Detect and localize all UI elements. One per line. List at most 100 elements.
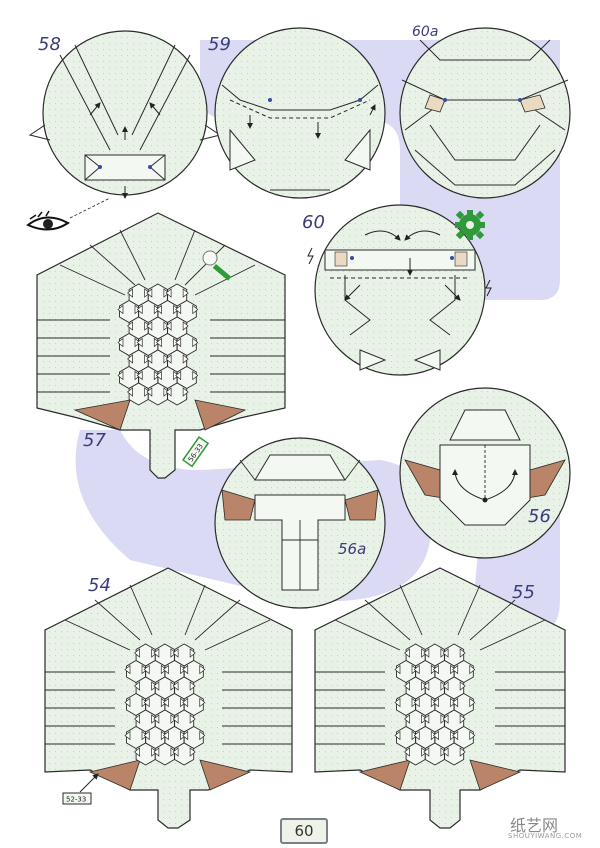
- page-number: 60: [280, 818, 328, 844]
- flap-triangle: [127, 354, 151, 364]
- step-label-56a: 56a: [338, 540, 367, 558]
- hex-cell: [174, 742, 195, 766]
- flap-triangle: [143, 664, 167, 675]
- flap-triangle: [172, 714, 196, 724]
- flap-triangle: [394, 730, 418, 741]
- flap-triangle: [162, 730, 187, 741]
- flap-triangle: [153, 681, 177, 691]
- watermark-url: SHOUYIWANG.COM: [508, 832, 583, 840]
- flap-triangle: [175, 337, 199, 348]
- step-59-detail: [214, 27, 386, 199]
- flap-triangle: [172, 681, 196, 691]
- flap-triangle: [146, 321, 170, 331]
- flap-triangle: [413, 664, 437, 675]
- flap-triangle: [146, 288, 170, 298]
- flap-triangle: [404, 648, 428, 658]
- step-60a-detail: [399, 27, 571, 199]
- flap-triangle: [155, 370, 180, 381]
- step-56a-detail: [214, 437, 386, 609]
- step-label-58: 58: [38, 34, 61, 55]
- flap-triangle: [442, 747, 466, 757]
- flap-triangle: [442, 681, 466, 691]
- step-label-54: 54: [88, 575, 111, 596]
- hex-cell: [167, 382, 188, 406]
- flap-triangle: [432, 697, 457, 708]
- hex-cell: [444, 742, 465, 766]
- flap-triangle: [165, 288, 189, 298]
- step-60-detail: [307, 204, 492, 376]
- flap-triangle: [146, 387, 170, 397]
- flap-triangle: [423, 648, 447, 658]
- flap-triangle: [404, 747, 428, 757]
- flap-triangle: [432, 730, 457, 741]
- flap-triangle: [127, 288, 151, 298]
- flap-triangle: [165, 354, 189, 364]
- flap-triangle: [153, 747, 177, 757]
- step-label-59: 59: [208, 34, 231, 55]
- flap-triangle: [182, 730, 206, 741]
- hex-lattice-55: [394, 643, 476, 766]
- flap-triangle: [182, 664, 206, 675]
- flap-triangle: [143, 697, 167, 708]
- eye-icon: [26, 210, 70, 231]
- flap-triangle: [172, 747, 196, 757]
- flap-triangle: [432, 664, 457, 675]
- flap-triangle: [394, 697, 418, 708]
- flap-triangle: [124, 730, 148, 741]
- hex-lattice-54: [124, 643, 206, 766]
- flap-triangle: [124, 664, 148, 675]
- flap-triangle: [134, 681, 158, 691]
- flap-triangle: [162, 664, 187, 675]
- flap-triangle: [442, 714, 466, 724]
- ref-tag-52-33-label: 52-33: [66, 796, 86, 804]
- flap-triangle: [404, 714, 428, 724]
- flap-triangle: [423, 681, 447, 691]
- flap-triangle: [442, 648, 466, 658]
- flap-triangle: [117, 337, 141, 348]
- flap-triangle: [413, 697, 437, 708]
- flap-triangle: [423, 747, 447, 757]
- step-label-56: 56: [528, 506, 551, 527]
- flap-triangle: [165, 387, 189, 397]
- step-58-detail: [28, 30, 222, 199]
- flap-triangle: [134, 714, 158, 724]
- step-label-60: 60: [302, 212, 325, 233]
- flap-triangle: [155, 304, 180, 315]
- step-label-60a: 60a: [412, 24, 439, 40]
- hex-lattice-57: [117, 283, 199, 406]
- flap-triangle: [153, 648, 177, 658]
- flap-triangle: [182, 697, 206, 708]
- gear-icon: [455, 210, 485, 240]
- flap-triangle: [127, 321, 151, 331]
- ref-tag-56-33: 56-33: [181, 436, 210, 468]
- pin-icon: [202, 250, 232, 281]
- flap-triangle: [452, 730, 476, 741]
- flap-triangle: [413, 730, 437, 741]
- flap-triangle: [394, 664, 418, 675]
- watermark-logo-text: 纸艺网: [510, 816, 559, 835]
- ref-tag-52-33: 52-33: [62, 792, 92, 805]
- flap-triangle: [452, 697, 476, 708]
- flap-triangle: [136, 337, 160, 348]
- flap-triangle: [404, 681, 428, 691]
- flap-triangle: [175, 370, 199, 381]
- flap-triangle: [172, 648, 196, 658]
- flap-triangle: [175, 304, 199, 315]
- flap-triangle: [155, 337, 180, 348]
- flap-triangle: [127, 387, 151, 397]
- flap-triangle: [134, 747, 158, 757]
- flap-triangle: [423, 714, 447, 724]
- flap-triangle: [136, 370, 160, 381]
- flap-triangle: [165, 321, 189, 331]
- step-label-55: 55: [512, 582, 535, 603]
- flap-triangle: [134, 648, 158, 658]
- flap-triangle: [162, 697, 187, 708]
- step-56-detail: [399, 387, 571, 559]
- flap-triangle: [146, 354, 170, 364]
- flap-triangle: [452, 664, 476, 675]
- flap-triangle: [124, 697, 148, 708]
- step-label-57: 57: [83, 430, 106, 451]
- flap-triangle: [117, 304, 141, 315]
- flap-triangle: [153, 714, 177, 724]
